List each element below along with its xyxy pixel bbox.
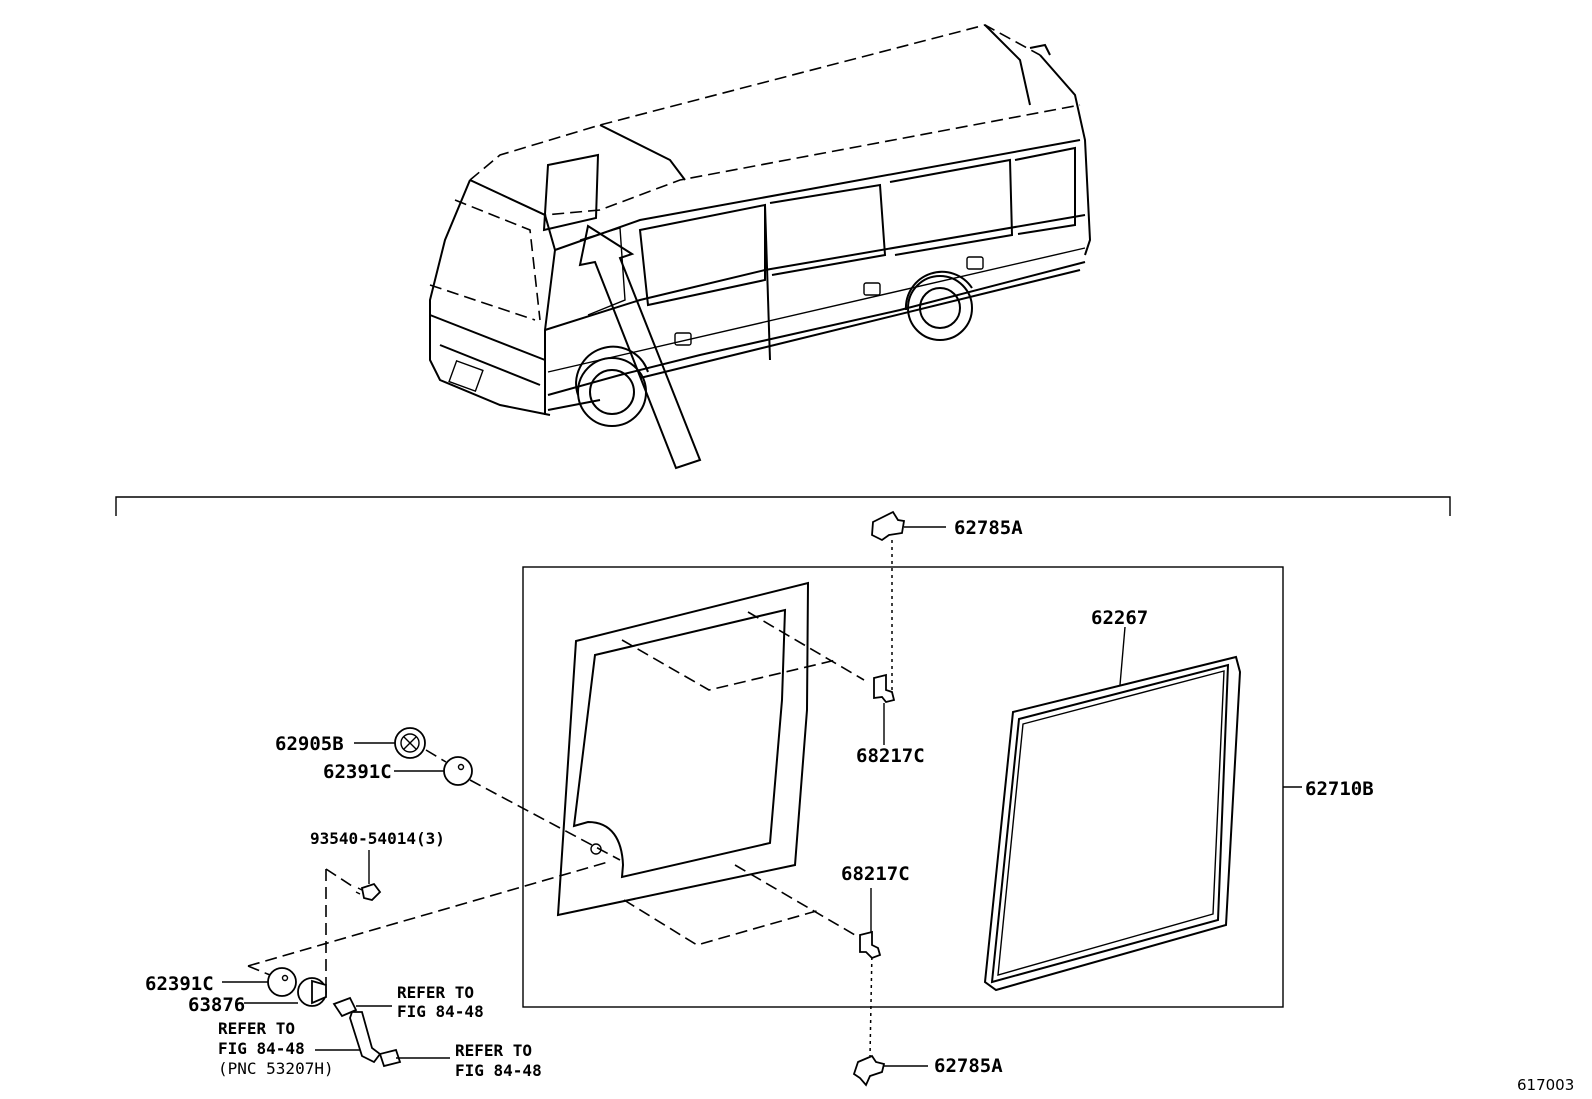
group-bracket: [115, 496, 1451, 516]
clip-top: [871, 510, 946, 690]
weatherstrip: [983, 626, 1242, 992]
ref1-line1: REFER TO: [397, 983, 474, 1002]
plug-62391C-top: [394, 749, 621, 861]
label-62905B: 62905B: [275, 733, 344, 755]
ref3-line1: REFER TO: [455, 1041, 532, 1060]
clip-bottom: [852, 949, 928, 1087]
ref2-line2: FIG 84-48: [218, 1039, 305, 1058]
vehicle-illustration: [429, 24, 1092, 470]
label-62785A-top: 62785A: [954, 517, 1023, 539]
ref2-line1: REFER TO: [218, 1019, 295, 1038]
label-62391C-bottom: 62391C: [145, 973, 214, 995]
hose-assembly: [315, 996, 450, 1068]
screw-93540: [325, 850, 382, 985]
glass-panel: [556, 581, 865, 946]
label-62391C-top: 62391C: [323, 761, 392, 783]
label-63876: 63876: [188, 994, 245, 1016]
plug-62391C-bottom: [222, 861, 609, 997]
label-68217C-mid: 68217C: [841, 863, 910, 885]
retainer-mid: [859, 888, 882, 960]
label-62267: 62267: [1091, 607, 1148, 629]
grommet-62905B: [354, 727, 426, 759]
label-62710B: 62710B: [1305, 778, 1374, 800]
label-62785A-bottom: 62785A: [934, 1055, 1003, 1077]
ref1-line2: FIG 84-48: [397, 1002, 484, 1021]
figure-id: 617003: [1517, 1076, 1574, 1094]
cap-63876: [244, 977, 327, 1007]
ref3-line2: FIG 84-48: [455, 1061, 542, 1080]
retainer-top: [873, 673, 896, 745]
label-93540: 93540-54014(3): [310, 829, 445, 848]
label-68217C-top: 68217C: [856, 745, 925, 767]
ref2-line3: (PNC 53207H): [218, 1059, 334, 1078]
